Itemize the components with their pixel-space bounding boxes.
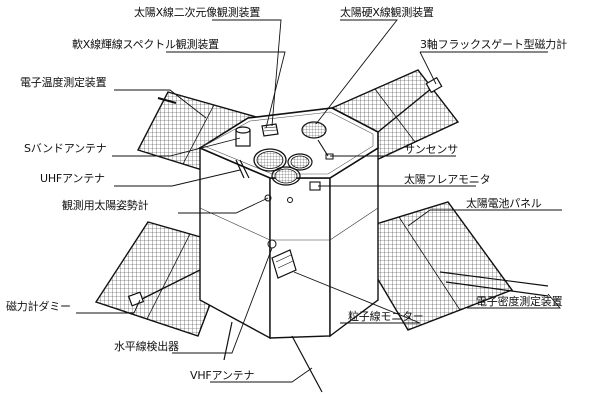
s-band-antenna-part bbox=[235, 126, 251, 147]
solar-panel-lower-right bbox=[348, 201, 514, 331]
label-electron-density: 電子密度測定装置 bbox=[476, 295, 563, 308]
label-vhf-antenna: VHFアンテナ bbox=[190, 369, 255, 382]
sun-aspect-part bbox=[264, 194, 293, 203]
fluxgate-magnetometer-boom bbox=[377, 76, 443, 133]
label-s-band-antenna: Sバンドアンテナ bbox=[24, 142, 107, 155]
label-solar-panel: 太陽電池パネル bbox=[466, 197, 542, 210]
label-solar-flare-monitor: 太陽フレアモニタ bbox=[404, 173, 491, 186]
label-sun-sensor: サンセンサ bbox=[404, 143, 458, 156]
label-hard-xray-spectrometer: 太陽硬X線観測装置 bbox=[340, 6, 434, 19]
dummy-magnetometer-boom bbox=[127, 269, 201, 307]
label-particle-monitor: 粒子線モニター bbox=[348, 310, 424, 323]
label-horizon-sensor: 水平線検出器 bbox=[114, 340, 179, 353]
soft-xray-box bbox=[261, 123, 279, 137]
label-sun-aspect-sensor: 観測用太陽姿勢計 bbox=[62, 199, 149, 212]
label-magnetometer-dummy: 磁力計ダミー bbox=[6, 300, 71, 313]
hard-xray-disk bbox=[301, 121, 327, 139]
satellite-body bbox=[198, 107, 379, 340]
label-soft-xray-spectrometer: 軟X線輝線スペクトル観測装置 bbox=[72, 38, 219, 51]
label-uhf-antenna: UHFアンテナ bbox=[40, 172, 105, 185]
vhf-antenna-whips bbox=[223, 321, 323, 393]
uhf-antenna-part bbox=[235, 159, 250, 179]
electron-density-antennas bbox=[439, 271, 549, 297]
label-electron-temperature: 電子温度測定装置 bbox=[20, 76, 107, 89]
sun-sensor-part bbox=[317, 139, 334, 160]
label-fluxgate-magnetometer: 3軸フラックスゲート型磁力計 bbox=[420, 38, 567, 51]
xray-imager-cluster bbox=[253, 148, 313, 186]
label-hard-xray-imager: 太陽X線二次元像観測装置 bbox=[134, 6, 261, 19]
particle-monitor-part bbox=[271, 249, 297, 279]
leader-lines bbox=[76, 19, 562, 383]
